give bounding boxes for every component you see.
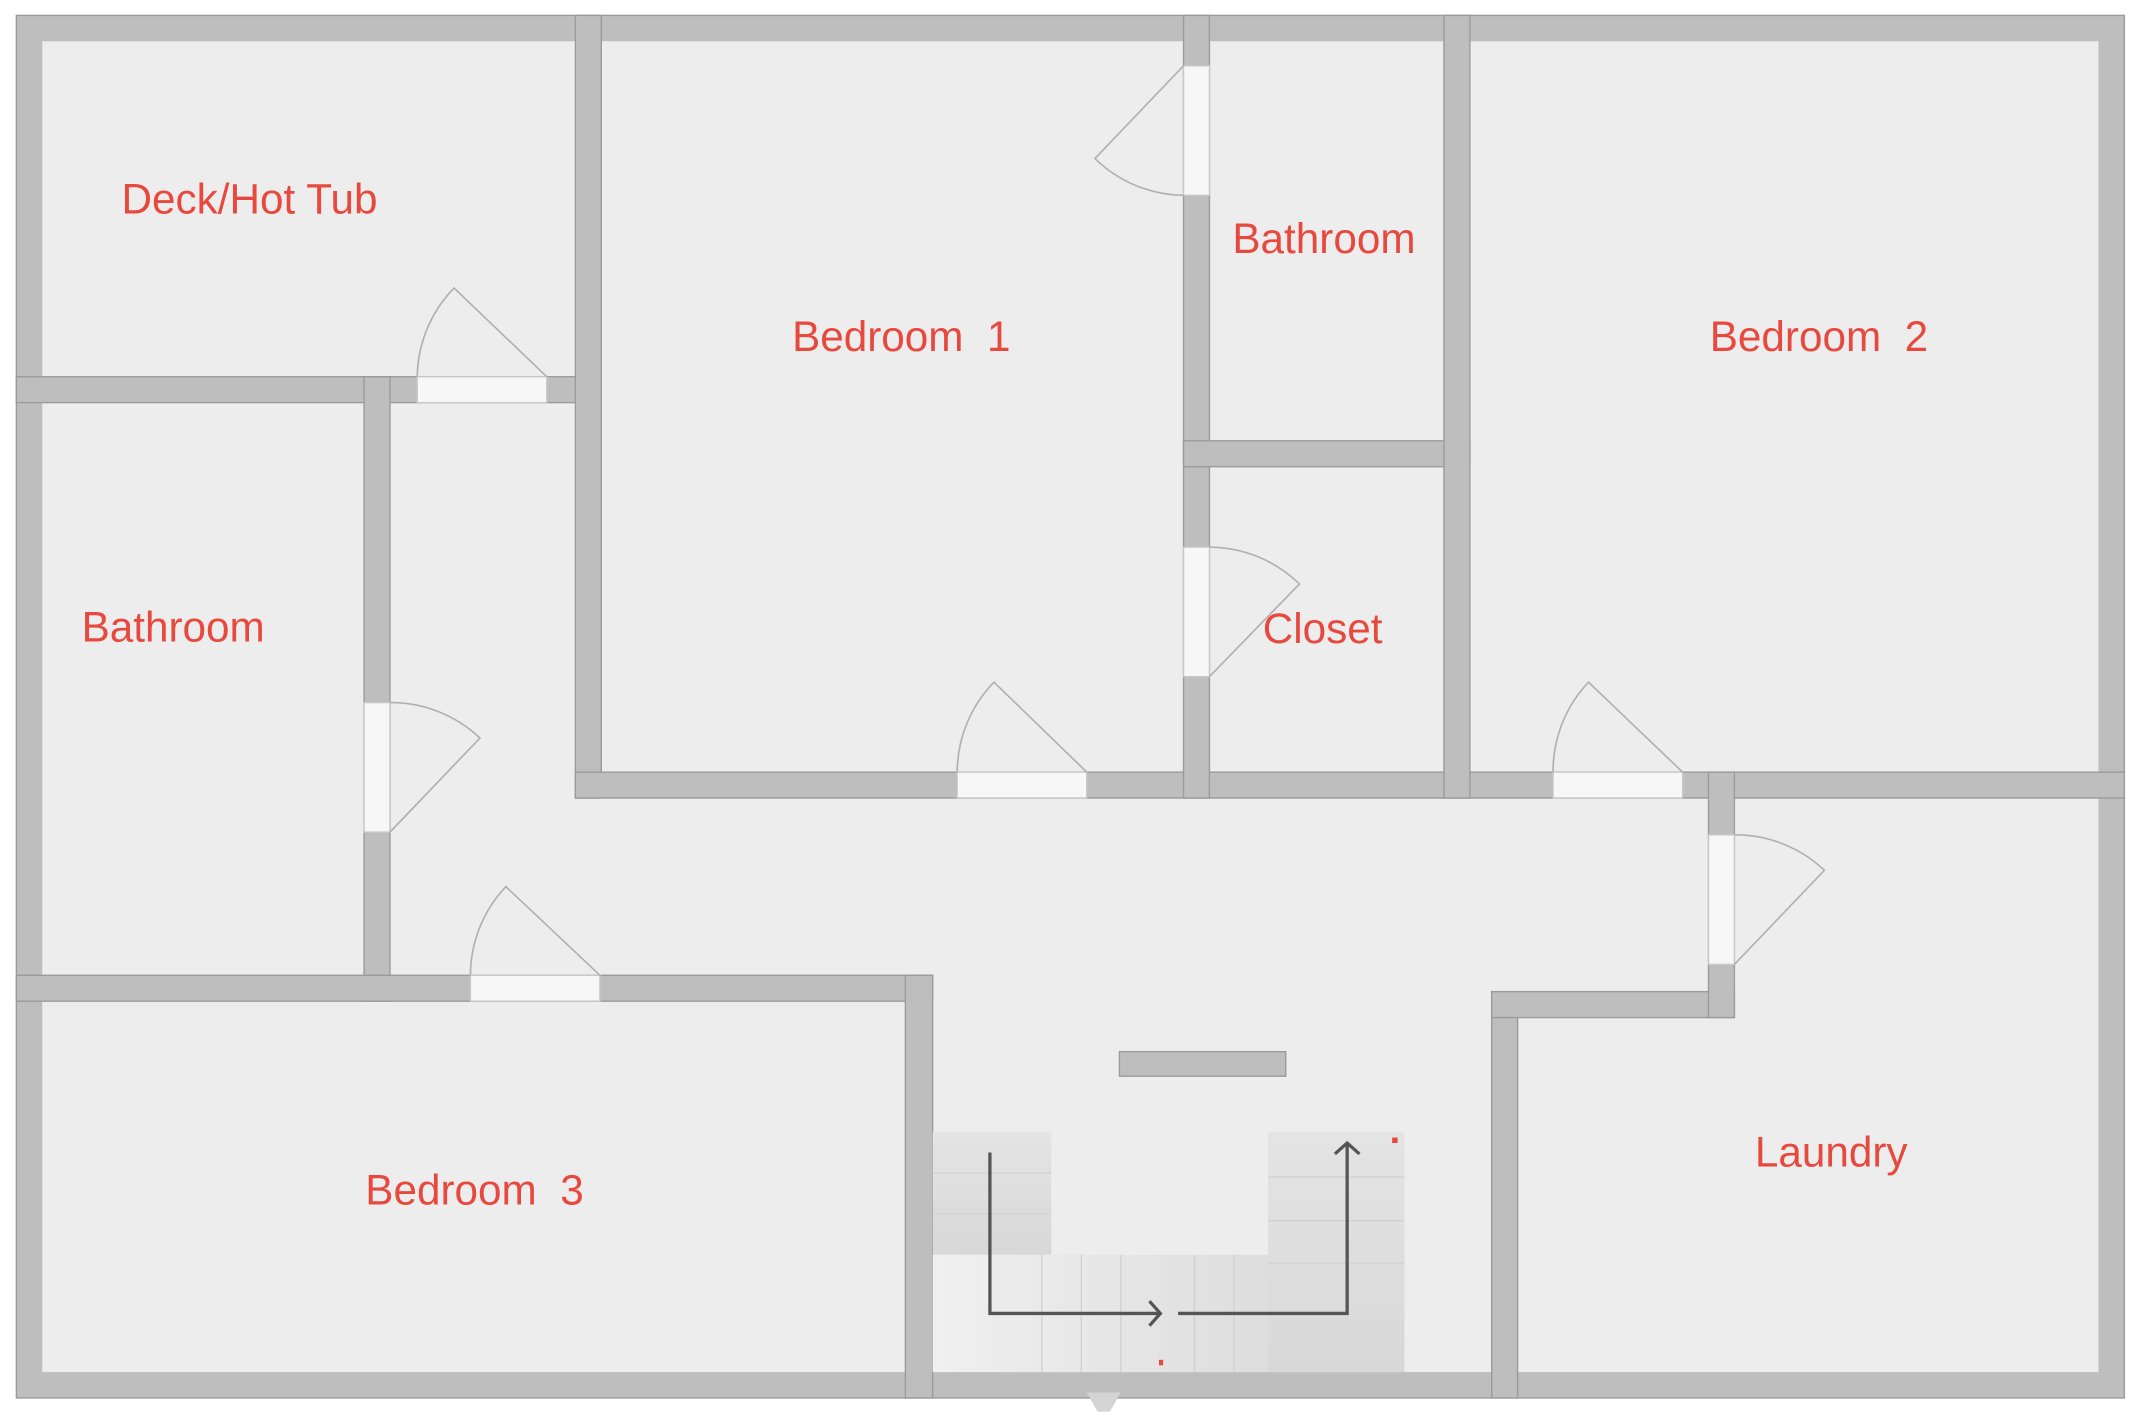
marker <box>1158 1359 1164 1366</box>
wall <box>1491 990 1736 1019</box>
room-label-bedroom1: Bedroom 1 <box>792 313 1010 360</box>
stair-arrow-icon <box>988 1152 1163 1327</box>
door-bathroom-upper <box>1093 65 1211 197</box>
door-bedroom3-hall <box>469 885 601 1002</box>
wall <box>904 974 934 1399</box>
wall <box>363 376 391 1002</box>
wall <box>1182 440 1471 468</box>
door-closet <box>1182 546 1301 678</box>
room-label-bathroom-upper: Bathroom <box>1232 215 1415 262</box>
wall <box>1443 14 1471 799</box>
door-deck <box>416 286 548 404</box>
room-label-bedroom3: Bedroom 3 <box>365 1167 583 1214</box>
room-label-bathroom-left: Bathroom <box>82 603 265 650</box>
room-label-closet: Closet <box>1263 605 1383 652</box>
door-bedroom1 <box>956 680 1088 799</box>
staircase <box>932 1132 1405 1373</box>
stair-arrow-up-icon <box>1178 1140 1361 1316</box>
room-label-deck: Deck/Hot Tub <box>122 175 378 222</box>
wall <box>1491 990 1519 1399</box>
door-laundry <box>1707 834 1826 966</box>
kitchen-bar <box>1118 1050 1287 1077</box>
marker <box>1392 1137 1398 1144</box>
room-label-laundry: Laundry <box>1755 1128 1909 1175</box>
entry-marker-icon <box>1086 1392 1121 1412</box>
door-bedroom2 <box>1552 680 1684 799</box>
wall <box>574 771 2126 799</box>
room-label-bedroom2: Bedroom 2 <box>1710 313 1928 360</box>
door-bathroom-left <box>363 701 482 833</box>
wall <box>574 14 602 799</box>
doors <box>363 65 1826 1002</box>
